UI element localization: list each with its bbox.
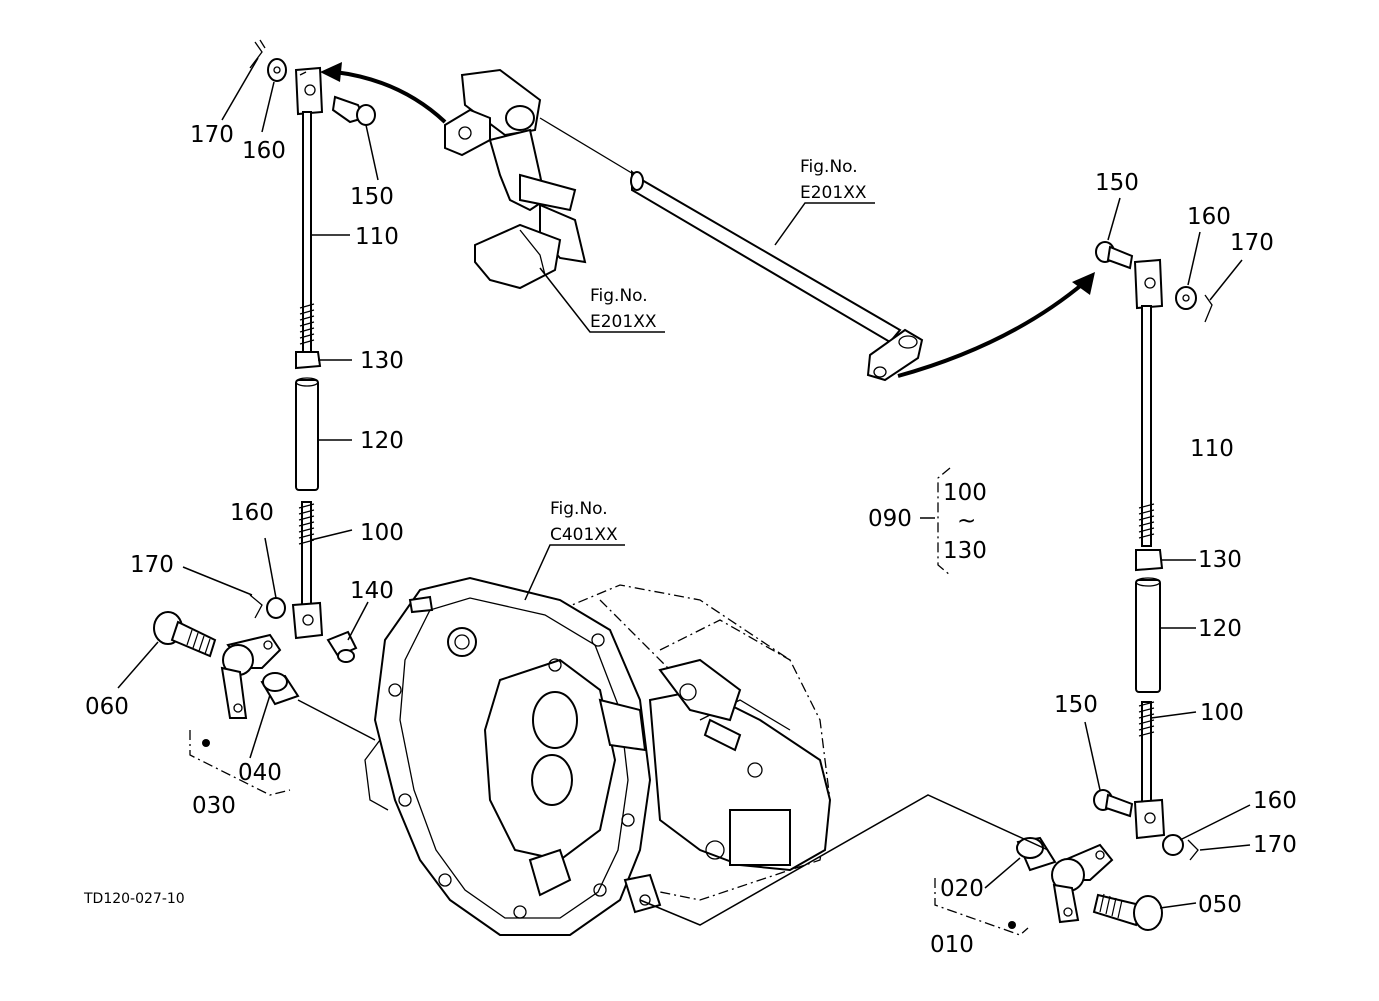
transmission-housing [364,576,832,936]
drawing-code: TD120-027-10 [83,891,185,907]
label-110-left: 110 [355,224,399,250]
label-170-right: 170 [1230,230,1274,256]
leader-lines [117,57,1251,926]
label-140: 140 [350,578,394,604]
label-110-right: 110 [1190,436,1234,462]
left-rod-assembly [153,39,376,796]
label-090-range-sep: ~ [957,508,976,534]
label-150-left: 150 [350,184,394,210]
label-160-left: 160 [242,138,286,164]
label-010: 010 [930,932,974,958]
label-160-right: 160 [1187,204,1231,230]
label-090-range-start: 100 [943,480,987,506]
label-170-left-lower: 170 [130,552,174,578]
label-100-left: 100 [360,520,404,546]
label-050: 050 [1198,892,1242,918]
label-090-range-end: 130 [943,538,987,564]
label-150-right-lower: 150 [1054,692,1098,718]
label-170-right-lower: 170 [1253,832,1297,858]
motion-arrows [320,62,1095,378]
label-170-left: 170 [190,122,234,148]
fig-ref-housing-prefix: Fig.No. [550,499,608,519]
label-160-right-lower: 160 [1253,788,1297,814]
label-100-right: 100 [1200,700,1244,726]
label-150-right: 150 [1095,170,1139,196]
label-120-left: 120 [360,428,404,454]
fig-ref-pedal-prefix: Fig.No. [590,286,648,306]
fig-ref-housing-number: C401XX [550,525,618,545]
fig-ref-shaft-prefix: Fig.No. [800,157,858,177]
label-020: 020 [940,876,984,902]
label-130-right: 130 [1198,547,1242,573]
right-rod-assembly [934,241,1213,936]
label-040: 040 [238,760,282,786]
label-160-left-lower: 160 [230,500,274,526]
fig-ref-shaft-number: E201XX [800,183,867,203]
cross-shaft [539,117,924,382]
label-090: 090 [868,506,912,532]
label-130-left: 130 [360,348,404,374]
fig-ref-pedal-number: E201XX [590,312,657,332]
label-060: 060 [85,694,129,720]
label-030: 030 [192,793,236,819]
clutch-pedal [444,68,587,290]
label-120-right: 120 [1198,616,1242,642]
part-labels: 170 160 150 110 130 120 160 100 170 140 … [83,122,1297,958]
